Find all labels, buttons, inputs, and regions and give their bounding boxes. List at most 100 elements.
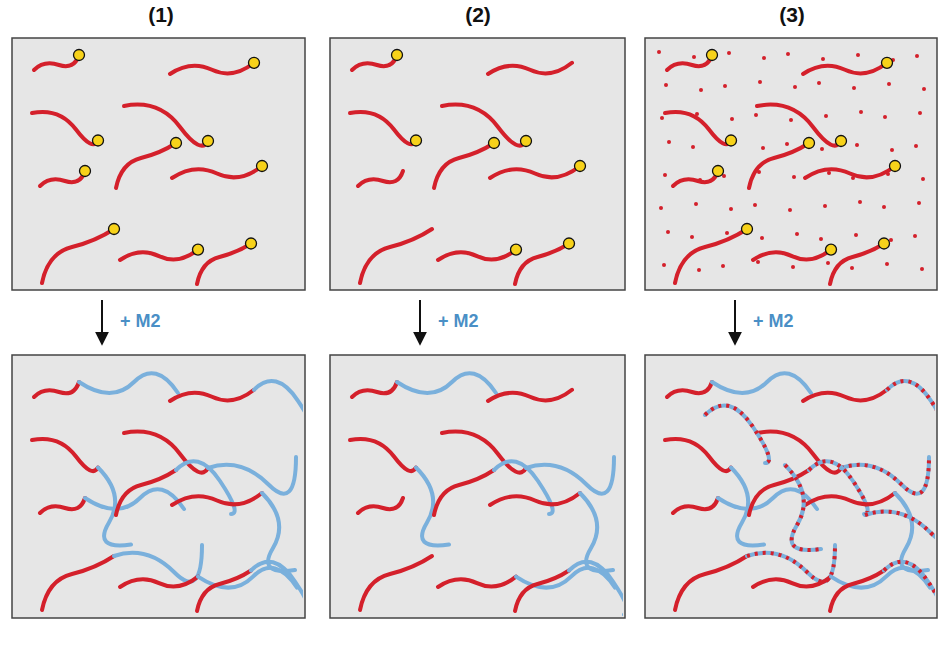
monomer-dot xyxy=(922,87,926,91)
monomer-dot xyxy=(730,117,734,121)
polymer-chain xyxy=(32,439,98,471)
active-end xyxy=(74,50,85,61)
block-chain xyxy=(416,468,449,546)
active-end xyxy=(411,135,422,146)
monomer-dot xyxy=(691,145,695,149)
monomer-dot xyxy=(657,50,661,54)
random-copolymer xyxy=(809,461,868,514)
polymer-chain xyxy=(124,432,208,473)
active-end xyxy=(511,244,522,255)
polymer-chain xyxy=(360,229,432,283)
reagent-label: + M2 xyxy=(120,311,161,332)
product-box xyxy=(645,355,937,618)
bottom-chains xyxy=(350,373,623,614)
polymer-chain xyxy=(170,390,254,401)
polymer-chain xyxy=(675,556,747,610)
monomer-dot xyxy=(762,56,766,60)
active-end xyxy=(726,135,737,146)
polymer-chain xyxy=(515,571,569,612)
polymer-chain xyxy=(675,229,747,283)
block-chain xyxy=(254,381,303,434)
polymer-chain xyxy=(434,470,494,515)
polymer-chain xyxy=(490,493,580,505)
polymer-chain xyxy=(488,390,572,401)
monomer-dot xyxy=(826,261,830,265)
polymer-chain xyxy=(830,244,884,285)
polymer-chain xyxy=(490,166,580,178)
random-copolymer xyxy=(884,562,935,615)
monomer-dot xyxy=(788,208,792,212)
monomer-dot xyxy=(820,147,824,151)
product-box xyxy=(12,355,305,618)
polymer-chain xyxy=(358,171,403,186)
block-chain xyxy=(569,562,623,615)
polymer-chain xyxy=(34,382,79,397)
bottom-chains xyxy=(32,373,303,614)
polymer-chain xyxy=(352,55,397,70)
monomer-dot xyxy=(858,200,862,204)
monomer-dot xyxy=(664,83,668,87)
polymer-chain xyxy=(116,143,176,188)
random-copolymer xyxy=(887,381,935,434)
monomer-dot xyxy=(921,177,925,181)
top-chains xyxy=(350,50,586,285)
polymer-chain xyxy=(749,470,809,515)
active-end xyxy=(203,136,214,147)
reagent-label: + M2 xyxy=(753,311,794,332)
active-end xyxy=(890,161,901,172)
polymer-chain xyxy=(665,112,731,144)
block-chain xyxy=(809,461,868,514)
active-end xyxy=(193,244,204,255)
polymer-chain xyxy=(360,556,432,610)
monomer-dot xyxy=(913,234,917,238)
polymer-chain xyxy=(358,498,403,513)
polymer-chain xyxy=(665,439,731,471)
monomer-dot xyxy=(854,233,858,237)
polymer-chain xyxy=(803,390,887,401)
polymer-chain xyxy=(803,63,887,74)
active-end xyxy=(521,136,532,147)
polymer-chain xyxy=(442,105,526,146)
active-end xyxy=(109,224,120,235)
reaction-arrow xyxy=(734,300,736,343)
active-end xyxy=(575,161,586,172)
active-end xyxy=(489,138,500,149)
block-chain xyxy=(580,493,613,571)
monomer-dot xyxy=(917,201,921,205)
polymer-chain xyxy=(438,250,516,260)
monomer-dot xyxy=(729,207,733,211)
monomer-dot xyxy=(699,88,703,92)
block-chain xyxy=(895,493,928,571)
monomer-dot xyxy=(785,142,789,146)
monomer-dot xyxy=(761,146,765,150)
polymer-chain xyxy=(34,55,79,70)
polymer-chain xyxy=(667,382,712,397)
monomer-dot xyxy=(793,85,797,89)
active-end xyxy=(93,135,104,146)
active-end xyxy=(836,136,847,147)
active-end xyxy=(392,50,403,61)
monomer-dot xyxy=(890,148,894,152)
polymer-chain xyxy=(753,250,831,260)
polymer-chain xyxy=(197,571,251,612)
monomer-dot xyxy=(885,262,889,266)
monomer-dot xyxy=(855,143,859,147)
monomer-dot xyxy=(662,263,666,267)
reaction-box xyxy=(12,38,305,290)
active-end xyxy=(826,244,837,255)
polymer-chain xyxy=(673,171,718,186)
active-end xyxy=(171,138,182,149)
reaction-box xyxy=(330,38,625,290)
polymer-chain xyxy=(753,577,831,587)
product-box xyxy=(330,355,625,618)
monomer-dot xyxy=(920,267,924,271)
monomer-dot xyxy=(756,260,760,264)
polymer-chain xyxy=(749,143,809,188)
block-chain xyxy=(397,373,496,393)
top-chains xyxy=(657,50,926,285)
monomer-dot xyxy=(789,118,793,122)
monomer-dot xyxy=(692,55,696,59)
monomer-dot xyxy=(786,52,790,56)
block-chain xyxy=(884,562,935,615)
polymer-chain xyxy=(438,577,516,587)
